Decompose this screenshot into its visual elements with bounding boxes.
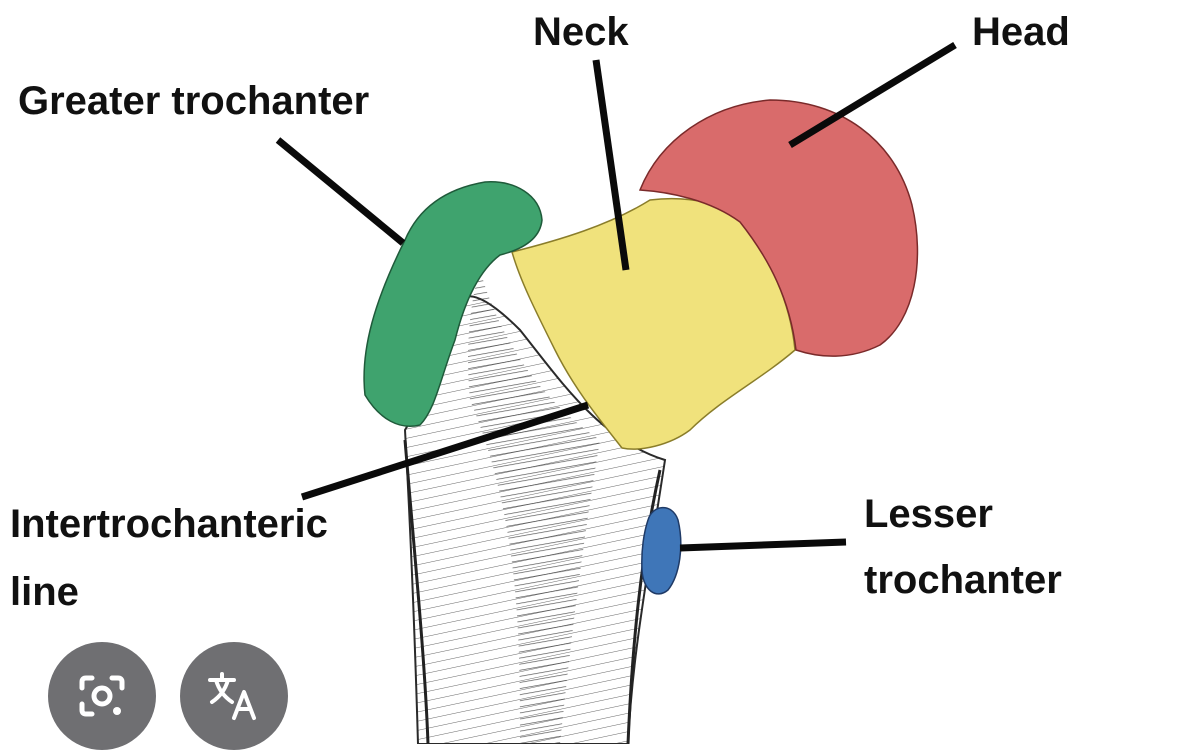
neck-label: Neck (533, 10, 629, 54)
head-label: Head (972, 10, 1070, 54)
lens-button[interactable] (48, 642, 156, 750)
translate-button[interactable] (180, 642, 288, 750)
leader-lines (275, 42, 957, 552)
camera-search-icon (79, 675, 125, 717)
intertrochanteric-leader-line (300, 401, 590, 501)
greater-trochanter-leader-line (275, 137, 406, 246)
intertrochanteric-label-line1: Intertrochanteric (10, 502, 328, 546)
neck-region (511, 197, 796, 450)
neck-leader-line (592, 59, 630, 271)
head-leader-line (788, 42, 957, 148)
lesser-trochanter-leader-line (679, 538, 847, 552)
head-region (638, 99, 919, 357)
lesser-trochanter-region (641, 506, 682, 595)
lesser-trochanter-label-line2: trochanter (864, 558, 1062, 602)
greater-trochanter-label: Greater trochanter (18, 79, 370, 123)
greater-trochanter-region (363, 181, 543, 427)
translate-icon (208, 672, 256, 720)
intertrochanteric-label-line2: line (10, 570, 79, 614)
lesser-trochanter-label-line1: Lesser (864, 492, 993, 536)
